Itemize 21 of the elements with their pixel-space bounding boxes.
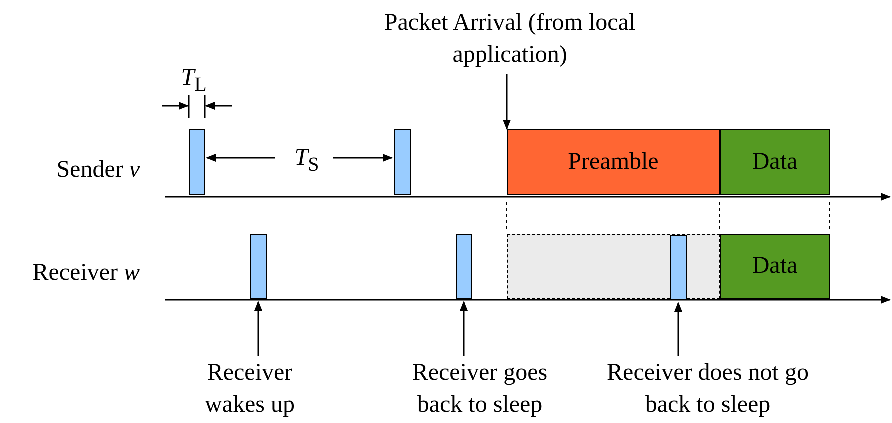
annotation-text: Receiver goes back to sleep bbox=[411, 359, 549, 420]
dimension-label: T$_{L}$ bbox=[180, 64, 208, 98]
dimension-label: T$_{S}$ bbox=[294, 144, 320, 178]
data-block: Data bbox=[720, 234, 830, 299]
row-label: Receiver w bbox=[32, 259, 140, 288]
arrow bbox=[460, 301, 468, 356]
arrow bbox=[254, 301, 262, 356]
preamble-block: Preamble bbox=[507, 129, 720, 195]
arrow bbox=[503, 74, 511, 130]
listening-region bbox=[507, 234, 720, 299]
sender-pulse bbox=[394, 129, 411, 195]
arrow bbox=[674, 302, 682, 356]
receiver-pulse bbox=[250, 234, 267, 299]
annotation-text: Receiver wakes up bbox=[204, 359, 296, 420]
sender-pulse bbox=[189, 129, 205, 195]
receiver-pulse bbox=[456, 234, 472, 299]
data-block: Data bbox=[720, 129, 830, 195]
receiver-pulse bbox=[670, 235, 687, 300]
annotation-text: Receiver does not go back to sleep bbox=[606, 359, 810, 420]
row-label: Sender v bbox=[56, 156, 140, 185]
event-label: Packet Arrival (from local application) bbox=[383, 9, 637, 70]
